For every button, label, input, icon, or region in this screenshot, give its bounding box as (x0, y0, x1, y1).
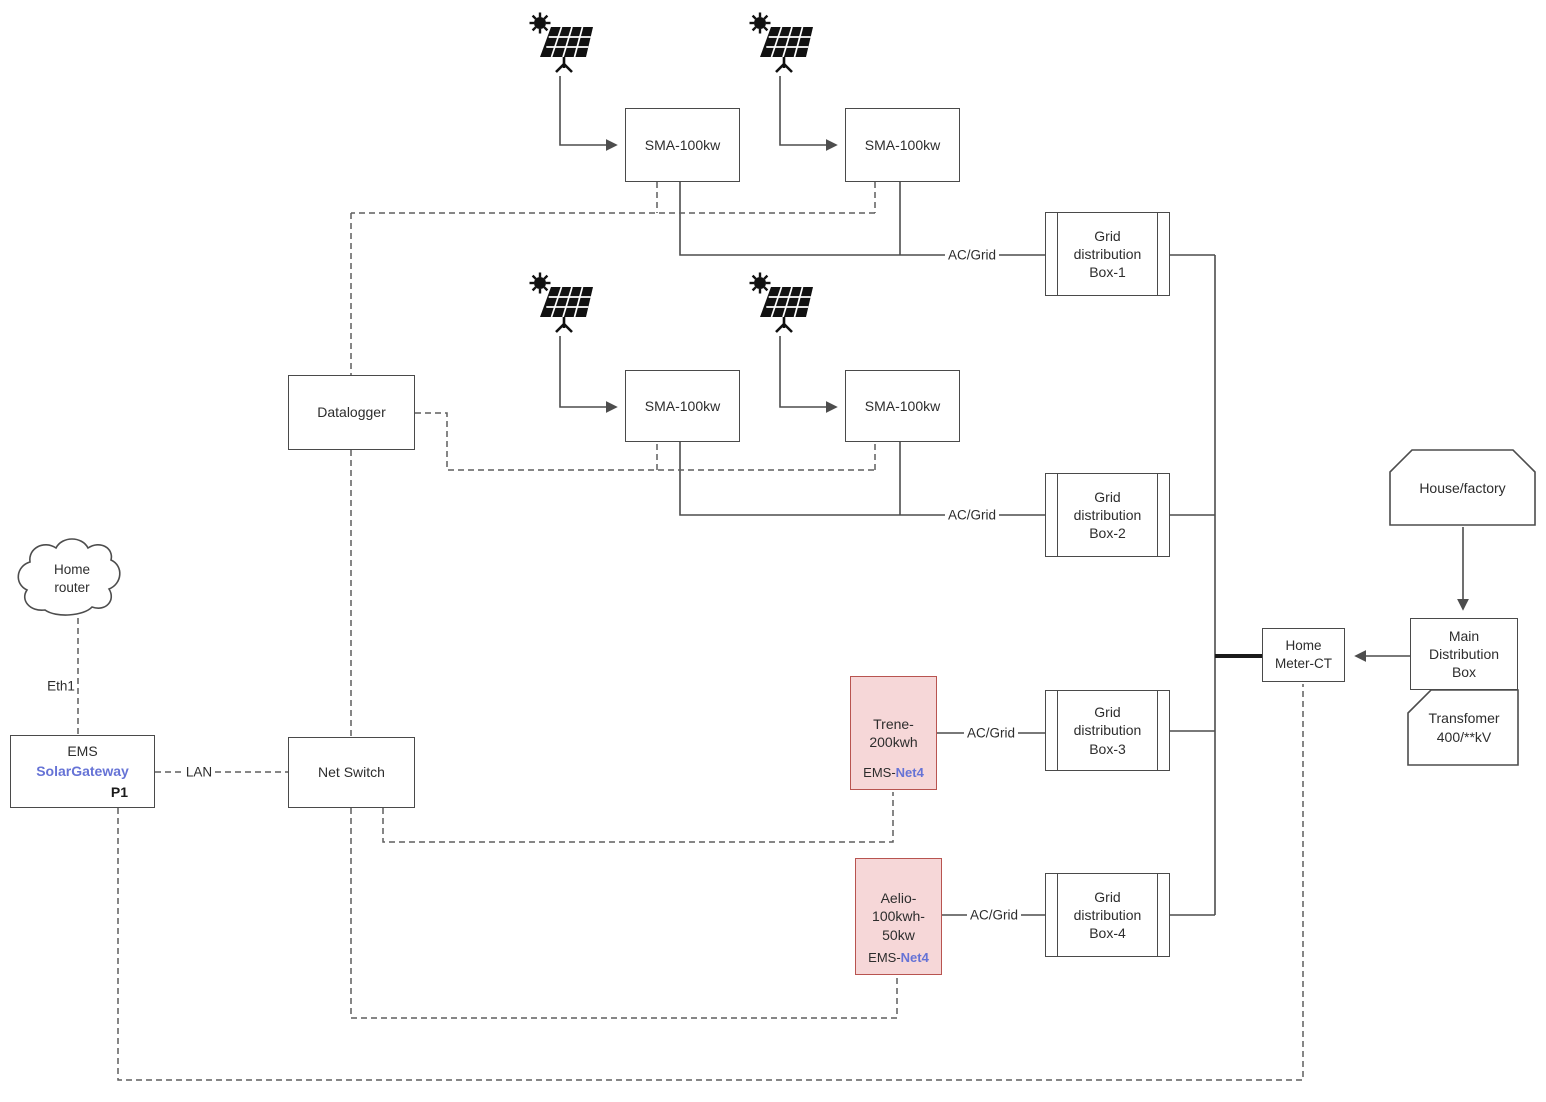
battery-ems-tag: EMS-Net4 (856, 950, 941, 967)
node-grid-distribution-box-4: Grid distribution Box-4 (1045, 873, 1170, 957)
node-label: Transfomer 400/**kV (1428, 710, 1500, 745)
edge-label-lan: LAN (182, 764, 216, 780)
ems-prefix: EMS- (863, 765, 896, 781)
solar-panel-icon (528, 12, 595, 74)
node-ems-solargateway: EMS SolarGateway P1 (10, 735, 155, 808)
battery-ems-tag: EMS-Net4 (851, 765, 936, 782)
ems-prefix: EMS- (868, 950, 901, 966)
node-label: Main Distribution Box (1428, 627, 1500, 681)
node-label: SMA-100kw (644, 136, 721, 153)
solar-panel-icon (528, 272, 595, 334)
node-main-distribution-box: Main Distribution Box (1410, 618, 1518, 690)
node-sma-inverter-4: SMA-100kw (845, 370, 960, 442)
node-label: Net Switch (318, 764, 385, 781)
edge-label-eth1: Eth1 (47, 678, 75, 694)
net4-label: Net4 (900, 950, 929, 966)
node-transformer: Transfomer 400/**kV (1412, 700, 1516, 755)
node-label: Home router (53, 562, 90, 595)
node-label: House/factory (1419, 479, 1506, 496)
node-grid-distribution-box-1: Grid distribution Box-1 (1045, 212, 1170, 296)
battery-label: Trene- 200kwh (869, 715, 918, 750)
node-label: SMA-100kw (864, 397, 941, 414)
node-net-switch: Net Switch (288, 737, 415, 808)
home-router-cloud-shape (17, 538, 121, 616)
battery-label: Aelio- 100kwh- 50kw (872, 890, 925, 943)
node-label: SMA-100kw (644, 397, 721, 414)
edge-label-ac-grid-1: AC/Grid (944, 247, 1000, 263)
ems-label: EMS (67, 743, 98, 760)
node-label: Grid distribution Box-3 (1073, 704, 1142, 757)
node-sma-inverter-1: SMA-100kw (625, 108, 740, 182)
node-battery-aelio: Aelio- 100kwh- 50kw EMS-Net4 (855, 858, 942, 975)
node-battery-trene: Trene- 200kwh EMS-Net4 (850, 676, 937, 790)
node-label: Grid distribution Box-1 (1073, 227, 1142, 281)
net4-label: Net4 (895, 765, 924, 781)
node-sma-inverter-2: SMA-100kw (845, 108, 960, 182)
node-home-router: Home router (33, 555, 111, 603)
node-home-meter-ct: Home Meter-CT (1262, 628, 1345, 682)
node-label: Home Meter-CT (1275, 638, 1332, 671)
node-grid-distribution-box-3: Grid distribution Box-3 (1045, 690, 1170, 771)
solar-panel-icon (748, 272, 815, 334)
p1-label: P1 (110, 783, 128, 800)
node-label: SMA-100kw (864, 136, 941, 153)
node-label: Grid distribution Box-4 (1073, 888, 1142, 942)
node-label: Grid distribution Box-2 (1073, 488, 1142, 542)
edge-label-ac-grid-4: AC/Grid (966, 907, 1022, 923)
transformer-shape (1407, 689, 1519, 766)
solar-panel-icon (748, 12, 815, 74)
node-grid-distribution-box-2: Grid distribution Box-2 (1045, 473, 1170, 557)
house-factory-shape (1389, 449, 1536, 526)
node-datalogger: Datalogger (288, 375, 415, 450)
node-sma-inverter-3: SMA-100kw (625, 370, 740, 442)
edge-label-ac-grid-3: AC/Grid (963, 725, 1019, 741)
solargateway-label: SolarGateway (36, 763, 129, 780)
node-label: Datalogger (317, 404, 386, 421)
edge-label-ac-grid-2: AC/Grid (944, 507, 1000, 523)
node-house-factory: House/factory (1392, 455, 1533, 521)
